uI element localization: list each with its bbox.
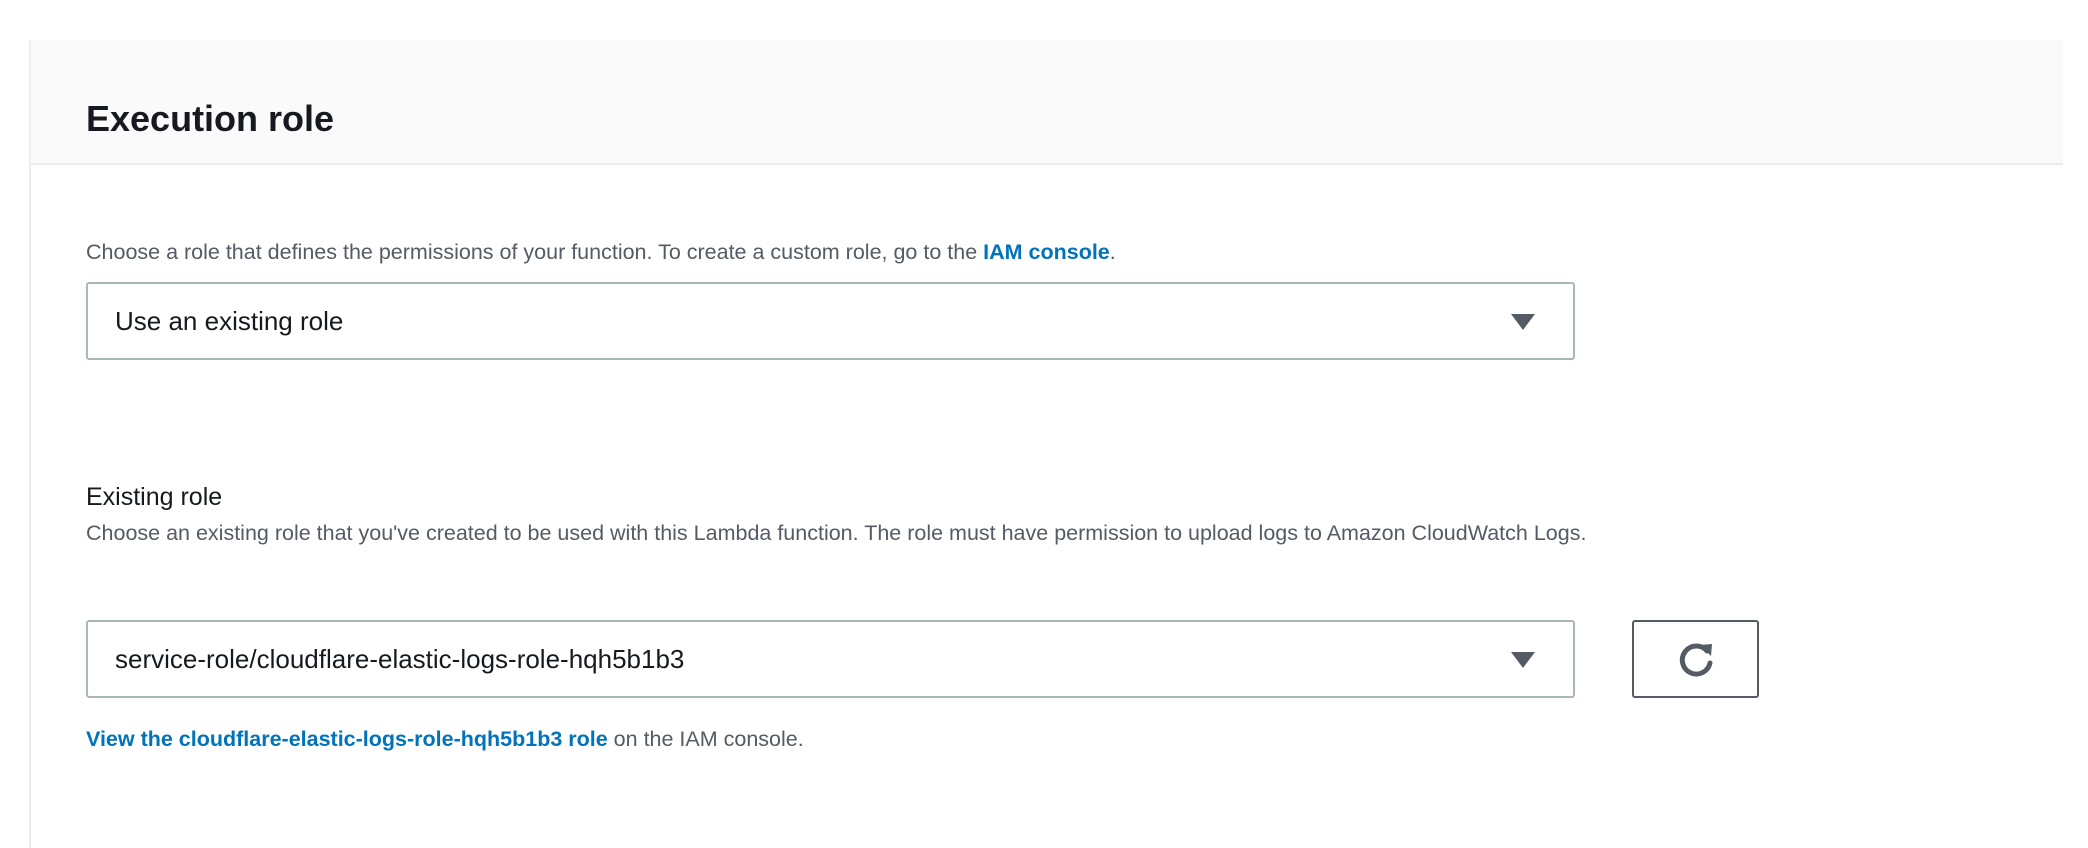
role-choice-description-text: Choose a role that defines the permissio…	[86, 240, 984, 264]
role-choice-description: Choose a role that defines the permissio…	[86, 236, 1116, 268]
caret-down-icon	[1511, 652, 1535, 668]
existing-role-selected-value: service-role/cloudflare-elastic-logs-rol…	[115, 644, 685, 674]
view-role-link[interactable]: View the cloudflare-elastic-logs-role-hq…	[86, 727, 608, 751]
view-role-suffix: on the IAM console.	[607, 727, 804, 751]
section-title: Execution role	[86, 98, 335, 139]
existing-role-select[interactable]: service-role/cloudflare-elastic-logs-rol…	[86, 620, 1575, 698]
section-header: Execution role	[31, 40, 2063, 165]
refresh-roles-button[interactable]	[1632, 620, 1759, 698]
existing-role-label: Existing role	[86, 483, 223, 511]
view-role-line: View the cloudflare-elastic-logs-role-hq…	[86, 723, 804, 755]
panel-left-border	[29, 40, 31, 848]
refresh-icon	[1679, 643, 1712, 677]
role-type-select[interactable]: Use an existing role	[86, 282, 1575, 360]
caret-down-icon	[1511, 314, 1535, 330]
role-type-selected-value: Use an existing role	[115, 306, 344, 336]
iam-console-link[interactable]: IAM console	[983, 240, 1110, 264]
existing-role-description: Choose an existing role that you've crea…	[86, 521, 1587, 545]
description-period: .	[1109, 240, 1116, 264]
